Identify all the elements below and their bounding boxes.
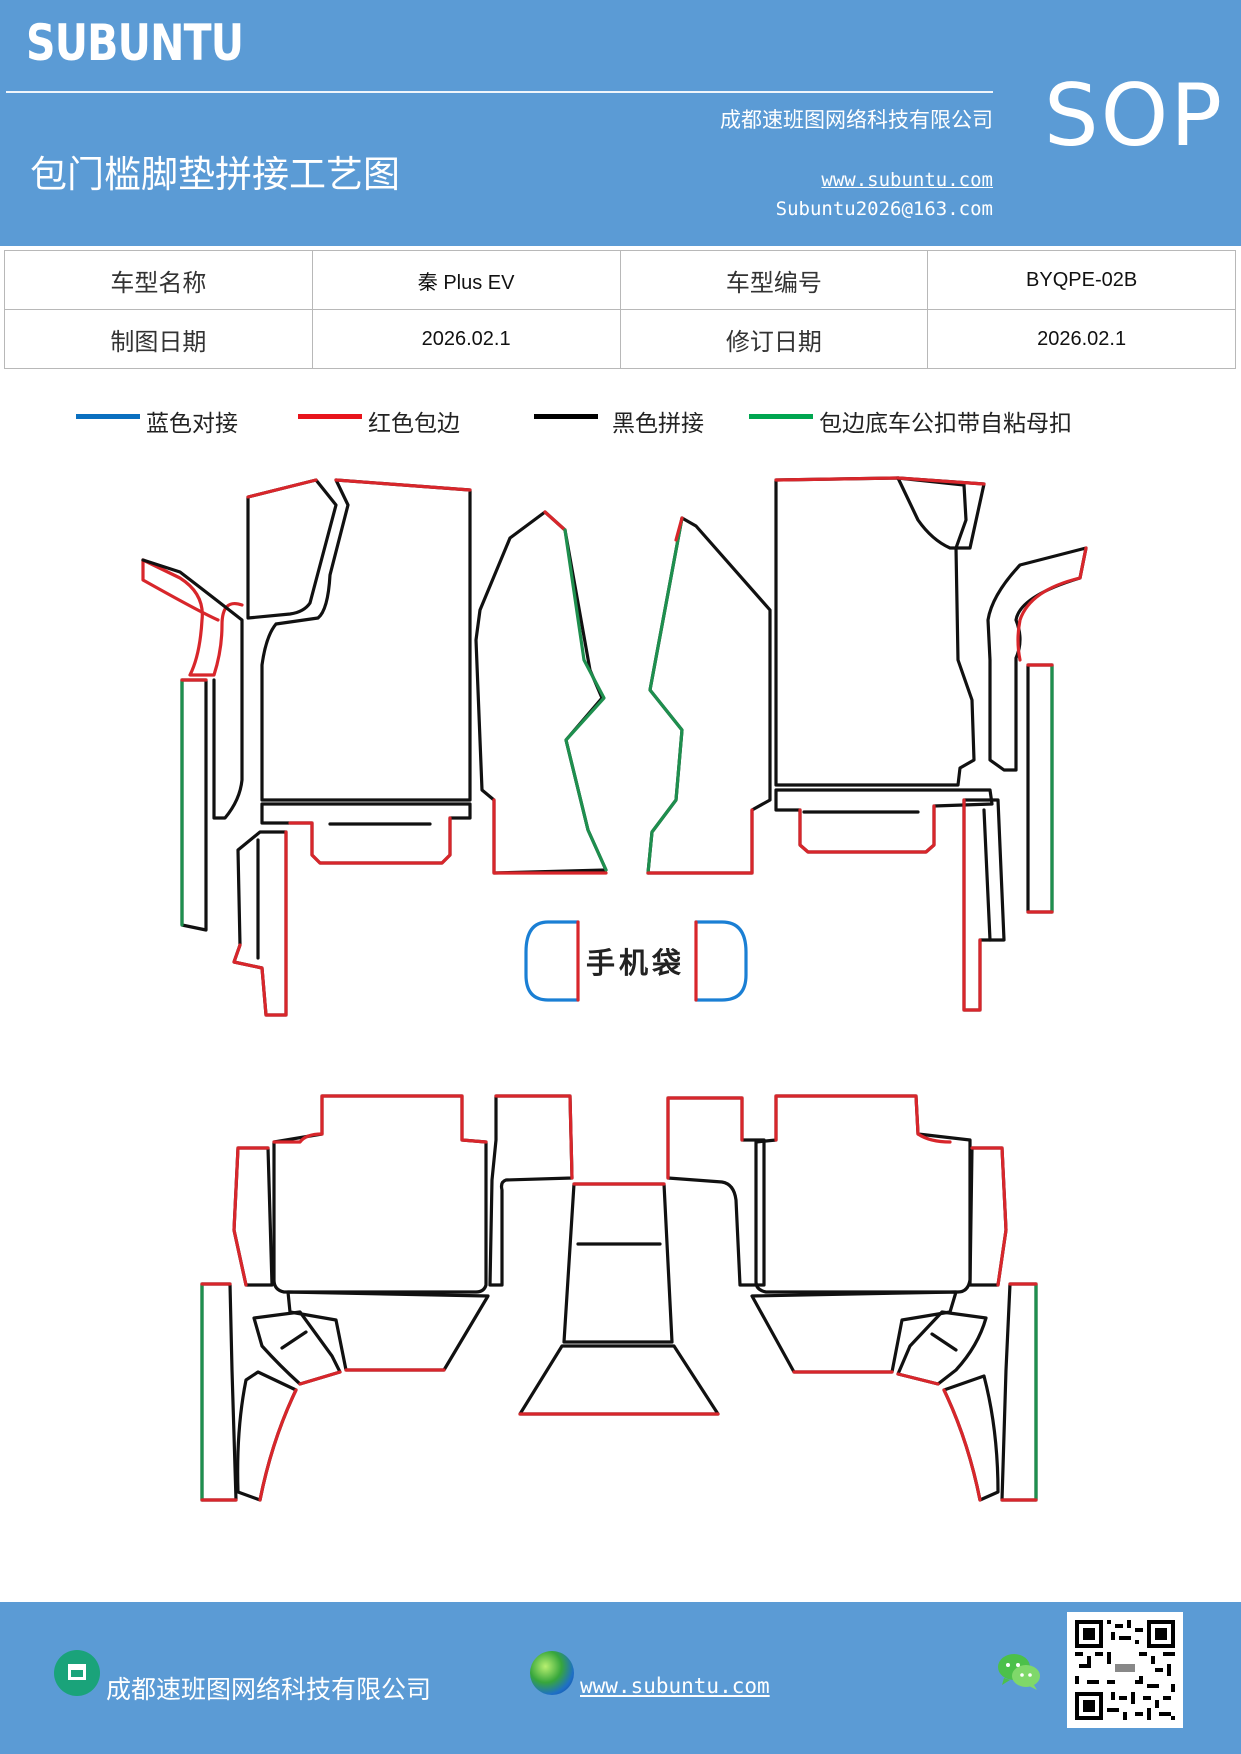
mat-piece bbox=[774, 788, 994, 854]
table-row: 车型名称 秦 Plus EV 车型编号 BYQPE-02B bbox=[4, 250, 1236, 310]
qr-code bbox=[1067, 1612, 1183, 1728]
revision-date-label: 修订日期 bbox=[619, 309, 929, 369]
mat-piece bbox=[518, 1344, 720, 1416]
vehicle-info-table: 车型名称 秦 Plus EV 车型编号 BYQPE-02B 制图日期 2026.… bbox=[4, 250, 1236, 369]
mat-piece bbox=[1000, 1282, 1038, 1502]
legend-label: 黑色拼接 bbox=[612, 411, 704, 437]
model-code-value: BYQPE-02B bbox=[927, 250, 1236, 310]
mat-piece bbox=[896, 1310, 988, 1386]
green-swatch bbox=[749, 413, 813, 419]
floor-mat-diagram bbox=[141, 476, 1088, 1502]
black-swatch bbox=[534, 413, 598, 419]
header-website-link[interactable]: www.subuntu.com bbox=[821, 169, 993, 191]
mat-piece bbox=[774, 476, 976, 787]
model-name-value: 秦 Plus EV bbox=[311, 250, 621, 310]
mat-piece bbox=[750, 1290, 958, 1374]
mat-piece bbox=[180, 678, 208, 932]
mat-piece bbox=[232, 830, 288, 1017]
mat-piece bbox=[272, 1094, 488, 1294]
legend-item-black: 黑色拼接 bbox=[534, 404, 704, 438]
header-divider bbox=[6, 91, 993, 93]
upper-left-group bbox=[141, 478, 608, 1017]
legend-item-red: 红色包边 bbox=[298, 404, 460, 438]
blue-swatch bbox=[76, 413, 140, 419]
header-banner: SUBUNTU 成都速班图网络科技有限公司 包门槛脚垫拼接工艺图 www.sub… bbox=[0, 0, 1241, 246]
draw-date-label: 制图日期 bbox=[4, 309, 313, 369]
mat-piece bbox=[236, 1370, 298, 1502]
color-legend: 蓝色对接 红色包边 黑色拼接 包边底车公扣带自粘母扣 bbox=[0, 404, 1241, 440]
document-title: 包门槛脚垫拼接工艺图 bbox=[30, 153, 400, 196]
brand-logo: SUBUNTU bbox=[26, 14, 244, 72]
mat-piece bbox=[896, 476, 986, 550]
globe-icon bbox=[530, 1651, 574, 1695]
revision-date-value: 2026.02.1 bbox=[927, 309, 1236, 369]
mat-piece bbox=[286, 1290, 490, 1372]
mat-piece bbox=[252, 1310, 342, 1386]
legend-label: 包边底车公扣带自粘母扣 bbox=[819, 411, 1072, 437]
phone-pocket-label: 手机袋 bbox=[586, 946, 686, 980]
mat-piece bbox=[141, 558, 244, 677]
footer-website-link[interactable]: www.subuntu.com bbox=[580, 1674, 770, 1698]
mat-piece bbox=[260, 802, 472, 865]
draw-date-value: 2026.02.1 bbox=[311, 309, 621, 369]
mat-piece bbox=[562, 1182, 674, 1344]
mat-piece bbox=[232, 1146, 274, 1287]
model-name-label: 车型名称 bbox=[4, 250, 313, 310]
red-swatch bbox=[298, 413, 362, 419]
mat-piece bbox=[942, 1374, 1000, 1502]
legend-item-green: 包边底车公扣带自粘母扣 bbox=[749, 404, 1072, 438]
mat-piece bbox=[246, 478, 338, 620]
legend-item-blue: 蓝色对接 bbox=[76, 404, 238, 438]
upper-right-group bbox=[646, 476, 1088, 1012]
model-code-label: 车型编号 bbox=[619, 250, 929, 310]
table-row: 制图日期 2026.02.1 修订日期 2026.02.1 bbox=[4, 309, 1236, 369]
footer-company: 成都速班图网络科技有限公司 bbox=[106, 1675, 432, 1704]
mat-piece bbox=[1026, 663, 1054, 914]
header-email: Subuntu2026@163.com bbox=[775, 198, 993, 220]
mat-piece bbox=[200, 1282, 238, 1502]
legend-label: 红色包边 bbox=[368, 411, 460, 437]
lower-rear-group bbox=[200, 1094, 1038, 1502]
header-company: 成都速班图网络科技有限公司 bbox=[720, 108, 993, 132]
mat-piece bbox=[666, 1096, 766, 1287]
sop-badge: SOP bbox=[1044, 66, 1225, 166]
building-icon bbox=[54, 1650, 100, 1696]
legend-label: 蓝色对接 bbox=[146, 411, 238, 437]
mat-piece bbox=[754, 1094, 972, 1294]
phone-pocket bbox=[524, 920, 748, 1002]
mat-piece bbox=[260, 478, 472, 802]
mat-piece bbox=[488, 1094, 574, 1287]
wechat-icon[interactable] bbox=[996, 1652, 1042, 1692]
